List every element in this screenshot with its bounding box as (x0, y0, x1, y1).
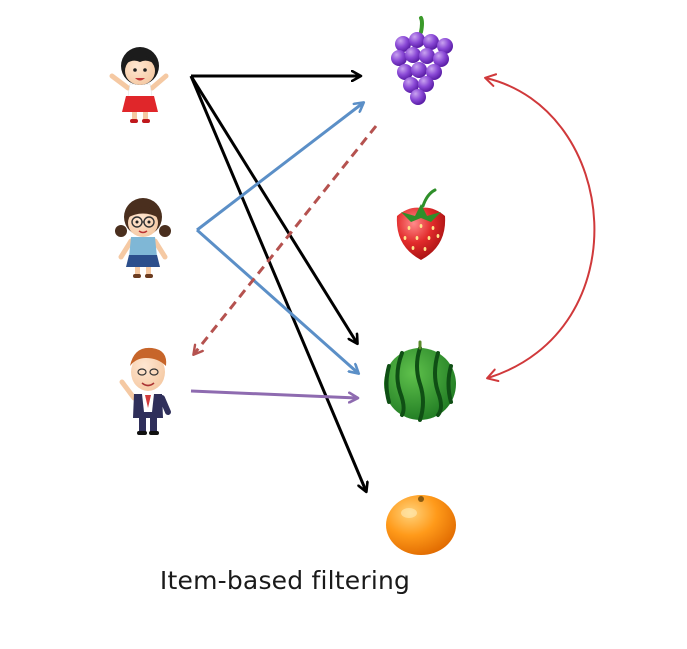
strawberry-icon (396, 188, 446, 260)
watermelon-icon (384, 340, 456, 422)
edges (189, 73, 596, 491)
edge-user3-watermelon (190, 389, 357, 398)
edge-user2-grapes (196, 103, 363, 232)
edge-similarity-grapes-watermelon (484, 73, 596, 382)
edge-user1-watermelon (189, 75, 357, 343)
diagram-caption: Item-based filtering (159, 566, 411, 595)
girl-glasses-icon (115, 198, 171, 278)
boy-suit-icon (119, 347, 171, 435)
edge-user2-watermelon (196, 228, 358, 373)
girl-red-dress-icon (109, 47, 169, 123)
grapes-icon (391, 16, 453, 105)
edge-recommend-grapes-user3 (194, 125, 378, 354)
edge-user1-orange (189, 75, 366, 491)
orange-icon (386, 495, 456, 555)
